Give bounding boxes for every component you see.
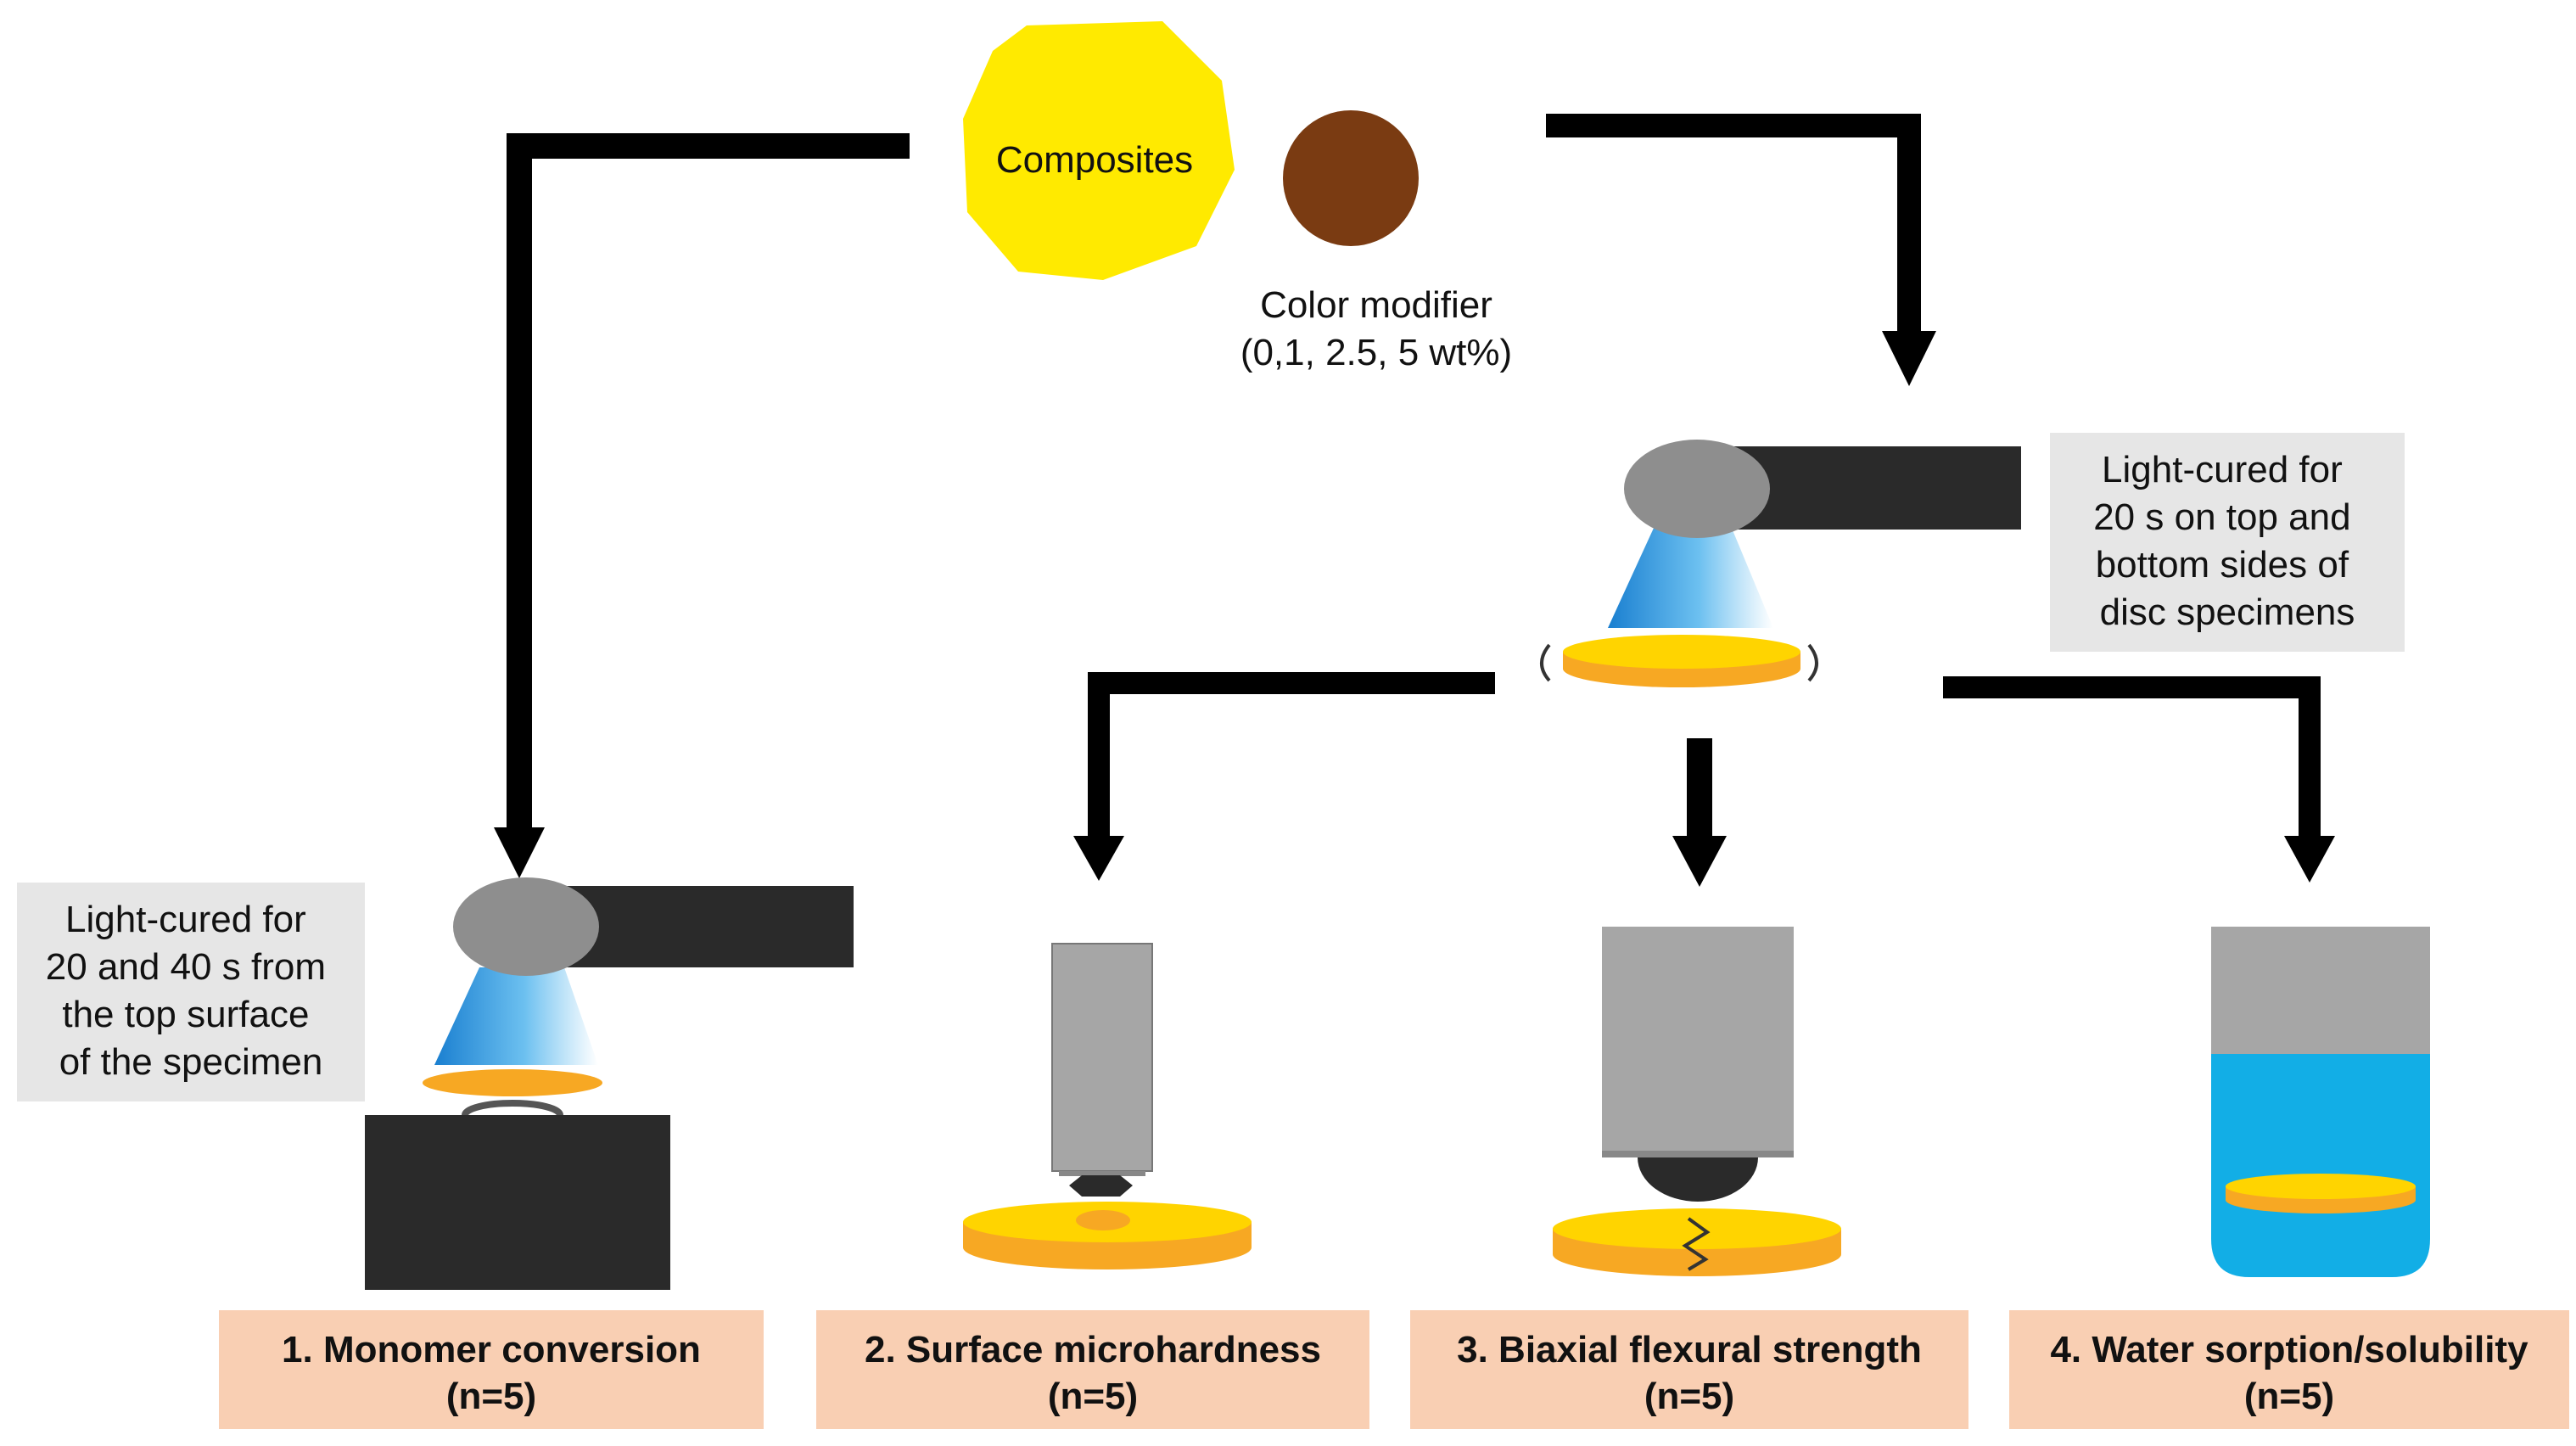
composites-blob: Composites bbox=[963, 21, 1235, 280]
arrow-to-disc-curing bbox=[1546, 114, 1921, 335]
test-label-biaxial-flexural-strength: 3. Biaxial flexural strength (n=5) bbox=[1410, 1310, 1968, 1429]
svg-text:4. Water sorption/solubility: 4. Water sorption/solubility bbox=[2050, 1329, 2528, 1370]
curing-light-left bbox=[434, 877, 854, 1065]
test-label-monomer-conversion: 1. Monomer conversion (n=5) bbox=[219, 1310, 764, 1429]
svg-text:(n=5): (n=5) bbox=[1644, 1376, 1734, 1417]
svg-text:(n=5): (n=5) bbox=[2244, 1376, 2334, 1417]
disc-specimen-top bbox=[1563, 635, 1800, 687]
disc-specimen-flexural bbox=[1553, 1208, 1841, 1276]
arrow-to-monomer-conversion bbox=[507, 133, 910, 836]
svg-text:1. Monomer conversion: 1. Monomer conversion bbox=[282, 1329, 701, 1370]
note-disc-curing: Light-cured for 20 s on top and bottom s… bbox=[2093, 449, 2361, 633]
note-box-specimen-curing bbox=[17, 883, 365, 1101]
specimen-disc-left bbox=[423, 1069, 602, 1096]
microhardness-tester bbox=[1051, 943, 1153, 1197]
flexural-tester bbox=[1602, 927, 1794, 1202]
arrowhead-microhardness bbox=[1073, 836, 1124, 881]
color-modifier-detail: (0,1, 2.5, 5 wt%) bbox=[1240, 332, 1512, 373]
test-label-surface-microhardness: 2. Surface microhardness (n=5) bbox=[816, 1310, 1369, 1429]
ftir-instrument bbox=[365, 1100, 670, 1290]
svg-text:(n=5): (n=5) bbox=[446, 1376, 536, 1417]
rotate-icon bbox=[1540, 643, 1818, 682]
crack-icon bbox=[1682, 1217, 1711, 1271]
arrowhead-water bbox=[2284, 836, 2335, 883]
disc-specimen-microhardness bbox=[963, 1202, 1252, 1269]
water-sorption-vial bbox=[2211, 927, 2430, 1277]
disc-specimen-water bbox=[2226, 1174, 2416, 1213]
composites-label: Composites bbox=[996, 139, 1193, 181]
arrowhead-right bbox=[1882, 331, 1936, 386]
arrowhead-left bbox=[494, 827, 545, 878]
arrowhead-flexural bbox=[1672, 836, 1727, 887]
color-modifier-dot bbox=[1283, 110, 1419, 246]
svg-text:2. Surface microhardness: 2. Surface microhardness bbox=[865, 1329, 1321, 1370]
color-modifier-label: Color modifier bbox=[1260, 284, 1492, 326]
note-box-disc-curing bbox=[2050, 433, 2405, 652]
curing-light-top bbox=[1608, 440, 2021, 628]
svg-text:3. Biaxial flexural strength: 3. Biaxial flexural strength bbox=[1457, 1329, 1922, 1370]
test-label-water-sorption-solubility: 4. Water sorption/solubility (n=5) bbox=[2009, 1310, 2569, 1429]
svg-text:(n=5): (n=5) bbox=[1048, 1376, 1138, 1417]
note-specimen-curing: Light-cured for 20 and 40 s from the top… bbox=[46, 899, 336, 1083]
arrow-to-microhardness bbox=[1088, 672, 1495, 840]
arrow-to-water-sorption bbox=[1943, 676, 2321, 840]
